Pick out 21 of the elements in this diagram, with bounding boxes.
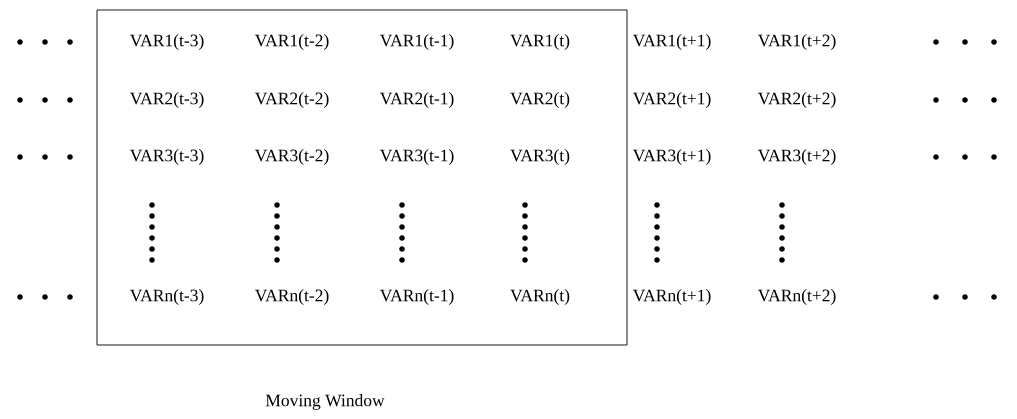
variable-label: VAR2(t) <box>510 92 570 108</box>
variable-label: VARn(t-3) <box>129 289 204 305</box>
variable-label: VAR1(t+2) <box>757 34 836 50</box>
variable-label: VAR3(t-2) <box>254 149 329 165</box>
variable-label: VAR1(t) <box>510 34 570 50</box>
variable-label: VARn(t) <box>510 289 570 305</box>
variable-label: VAR1(t-2) <box>254 34 329 50</box>
variable-label: VAR3(t-3) <box>129 149 204 165</box>
variable-label: VAR2(t-3) <box>129 92 204 108</box>
node-label: Moving Window <box>265 394 385 410</box>
variable-label: VAR3(t+2) <box>757 149 836 165</box>
variable-label: VARn(t+2) <box>757 289 836 305</box>
variable-label: VAR2(t-2) <box>254 92 329 108</box>
variable-label: VAR1(t-1) <box>379 34 454 50</box>
variable-label: VAR2(t+2) <box>757 92 836 108</box>
variable-label: VAR1(t-3) <box>129 34 204 50</box>
variable-label: VAR3(t-1) <box>379 149 454 165</box>
variable-label: VAR2(t-1) <box>379 92 454 108</box>
variable-label: VARn(t-1) <box>379 289 454 305</box>
variable-label: VAR3(t) <box>510 149 570 165</box>
variable-label: VARn(t-2) <box>254 289 329 305</box>
